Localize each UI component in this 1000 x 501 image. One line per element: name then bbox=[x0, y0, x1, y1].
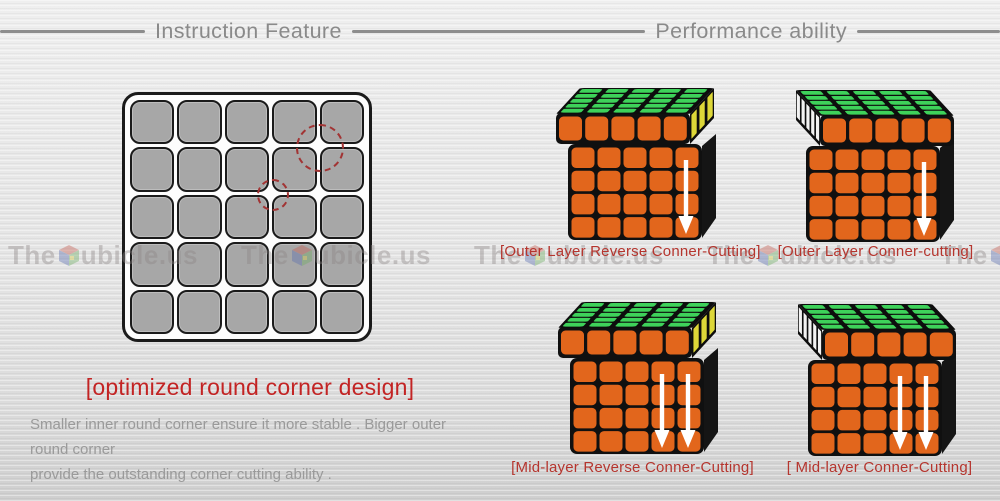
cube-caption: [Outer Layer Reverse Conner-Cutting] bbox=[500, 243, 761, 260]
grid-cell bbox=[319, 242, 364, 287]
grid-cell bbox=[319, 194, 364, 240]
watermark-cube-icon bbox=[757, 245, 778, 266]
grid-cell bbox=[130, 242, 175, 287]
cube-photo-midlayer-reverse-cutting bbox=[558, 302, 718, 454]
cube-photo-outer-cutting bbox=[796, 90, 954, 242]
divider-line bbox=[0, 29, 145, 33]
arrow-down-icon bbox=[916, 162, 932, 236]
watermark-thecubicle-us: The ubicle.us bbox=[8, 240, 198, 271]
watermark-text: The bbox=[474, 240, 522, 270]
watermark-text: The bbox=[707, 240, 755, 270]
feature-description: Smaller inner round corner ensure it mor… bbox=[30, 412, 485, 487]
grid-cell bbox=[177, 194, 222, 240]
cube-caption: [ Mid-layer Conner-Cutting] bbox=[786, 459, 973, 476]
watermark-thecubicle-us: The ubicle.us bbox=[241, 240, 431, 271]
corner-highlight-circle bbox=[256, 179, 289, 212]
grid-cell bbox=[272, 289, 317, 334]
watermark-text: The bbox=[8, 240, 56, 270]
watermark-text: ubicle.us bbox=[80, 240, 198, 270]
right-section-title: Performance ability bbox=[655, 18, 847, 43]
grid-cell bbox=[224, 242, 270, 287]
grid-cell bbox=[177, 289, 222, 334]
watermark-text: ubicle.us bbox=[779, 240, 897, 270]
arrow-down-icon bbox=[892, 376, 908, 450]
arrow-down-icon bbox=[918, 376, 934, 450]
grid-cell bbox=[130, 100, 175, 145]
feature-description-line: provide the outstanding corner cutting a… bbox=[30, 466, 332, 483]
cube-top-face bbox=[558, 302, 716, 328]
cube-top-face bbox=[556, 88, 714, 114]
watermark-cube-icon bbox=[990, 245, 1000, 266]
watermark-cube-icon bbox=[291, 245, 312, 266]
arrow-down-icon bbox=[678, 160, 694, 234]
cube-side-face bbox=[692, 302, 716, 358]
cube-side-face bbox=[798, 304, 822, 360]
cube-top-face bbox=[796, 90, 954, 116]
feature-description-line: Smaller inner round corner ensure it mor… bbox=[30, 416, 447, 458]
arrow-down-icon bbox=[680, 374, 696, 448]
cube-caption: [Outer Layer Conner-cutting] bbox=[777, 243, 974, 260]
cube-side-face bbox=[796, 90, 820, 146]
cube-side-face bbox=[690, 88, 714, 144]
grid-cell bbox=[272, 242, 317, 287]
left-section-title: Instruction Feature bbox=[155, 18, 342, 43]
divider-line bbox=[857, 29, 1000, 33]
section-headers: Instruction Feature Performance ability bbox=[0, 16, 1000, 46]
grid-cell bbox=[130, 147, 175, 192]
watermark-cube-icon bbox=[524, 245, 545, 266]
grid-cell bbox=[130, 289, 175, 334]
arrow-down-icon bbox=[654, 374, 670, 448]
grid-cell bbox=[130, 194, 175, 240]
grid-cell bbox=[224, 100, 270, 145]
grid-cell bbox=[177, 147, 222, 192]
grid-cell bbox=[319, 289, 364, 334]
watermark-thecubicle-us: The ubicle.us bbox=[707, 240, 897, 271]
watermark-text: The bbox=[241, 240, 289, 270]
watermark-thecubicle-us: The ubicle.us bbox=[474, 240, 664, 271]
watermark-cube-icon bbox=[58, 245, 79, 266]
watermark-text: The bbox=[940, 240, 988, 270]
cube-top-face bbox=[798, 304, 956, 330]
grid-cell bbox=[177, 100, 222, 145]
cube-photo-outer-reverse-cutting bbox=[556, 88, 716, 240]
grid-cell bbox=[224, 194, 270, 240]
watermark-text: ubicle.us bbox=[546, 240, 664, 270]
grid-cell bbox=[177, 242, 222, 287]
feature-title: [optimized round corner design] bbox=[85, 374, 415, 400]
divider-line bbox=[351, 29, 646, 33]
cube-photo-midlayer-cutting bbox=[798, 304, 956, 456]
grid-cell bbox=[224, 289, 270, 334]
corner-highlight-circle bbox=[296, 123, 345, 172]
cube-caption: [Mid-layer Reverse Conner-Cutting] bbox=[511, 459, 754, 476]
watermark-text: ubicle.us bbox=[313, 240, 431, 270]
